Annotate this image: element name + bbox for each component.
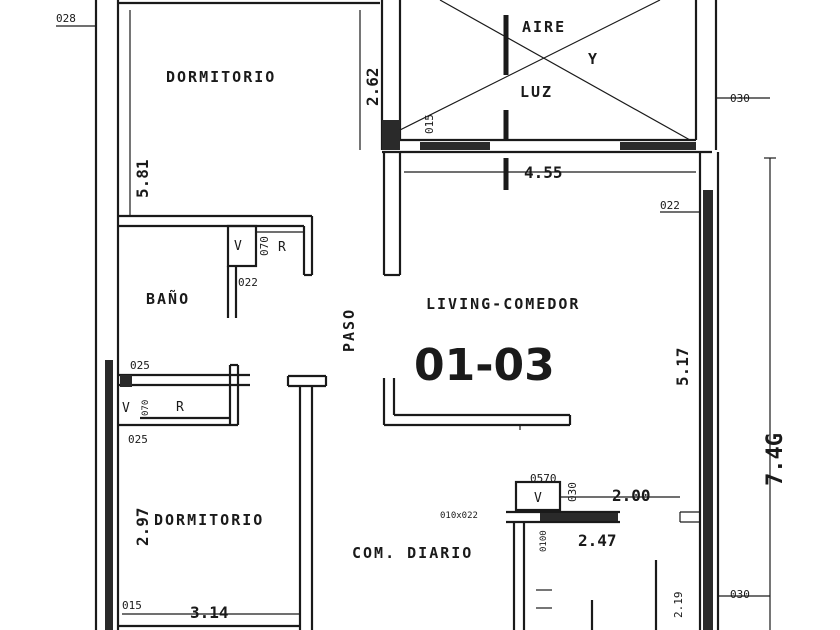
dim-025-a: 025 xyxy=(130,359,150,372)
patio-corner-post xyxy=(382,120,400,150)
mark-v-bano: V xyxy=(234,239,242,254)
dim-022-bano: 022 xyxy=(238,276,258,289)
dim-581: 5.81 xyxy=(133,159,152,198)
patio-label-y: Y xyxy=(588,50,599,68)
room-label-bano: BAÑO xyxy=(146,289,190,308)
bano-shaft xyxy=(226,224,258,268)
dim-455: 4.55 xyxy=(524,163,563,182)
patio-bottom-wall-fill-left xyxy=(420,142,490,150)
room-label-paso: PASO xyxy=(340,308,358,352)
dim-219: 2.19 xyxy=(672,592,685,619)
dim-0100: 0100 xyxy=(539,530,549,552)
outer-right-wall-fill xyxy=(703,190,713,630)
room-label-dormitorio-top: DORMITORIO xyxy=(166,68,276,86)
mark-r-bano: R xyxy=(278,240,286,255)
dim-022-right: 022 xyxy=(660,199,680,212)
mark-r-closet: R xyxy=(176,400,184,415)
mark-v-closet: V xyxy=(122,401,130,416)
dim-314: 3.14 xyxy=(190,603,229,622)
dim-0570: 0570 xyxy=(530,472,557,485)
dim-517: 5.17 xyxy=(673,347,692,386)
patio-bottom-wall-fill-right xyxy=(620,142,696,150)
dim-030-bottom: 030 xyxy=(730,588,750,601)
dim-025-b: 025 xyxy=(128,433,148,446)
dim-015-bottom: 015 xyxy=(122,599,142,612)
dim-010x022: 010x022 xyxy=(440,511,478,521)
kitchen-shaft xyxy=(514,480,562,512)
patio-diagonal-b xyxy=(399,0,661,131)
vent-left-fill xyxy=(120,375,132,387)
patio-diagonal-a xyxy=(439,0,691,141)
dim-262: 2.62 xyxy=(363,67,382,106)
unit-code: 01-03 xyxy=(414,340,555,391)
dim-247: 2.47 xyxy=(578,531,617,550)
dim-070-closet: 070 xyxy=(141,400,151,416)
dim-015-vent: 015 xyxy=(423,114,436,134)
dim-030-mid: 030 xyxy=(566,482,579,502)
dim-028: 028 xyxy=(56,12,76,25)
kitchen-wall-fill xyxy=(540,513,618,521)
room-label-com-diario: COM. DIARIO xyxy=(352,544,473,562)
dim-200: 2.00 xyxy=(612,486,651,505)
dim-746: 7.4G xyxy=(763,433,788,486)
dim-297: 2.97 xyxy=(133,507,152,546)
dim-070-bano: 070 xyxy=(258,236,271,256)
dim-030-top: 030 xyxy=(730,92,750,105)
patio-label-luz: LUZ xyxy=(520,83,553,101)
patio-label-aire: AIRE xyxy=(522,18,566,36)
mark-v-kitchen: V xyxy=(534,491,542,506)
room-label-dormitorio-bottom: DORMITORIO xyxy=(154,511,264,529)
outer-left-wall-fill xyxy=(105,360,113,630)
room-label-living: LIVING-COMEDOR xyxy=(426,295,580,313)
